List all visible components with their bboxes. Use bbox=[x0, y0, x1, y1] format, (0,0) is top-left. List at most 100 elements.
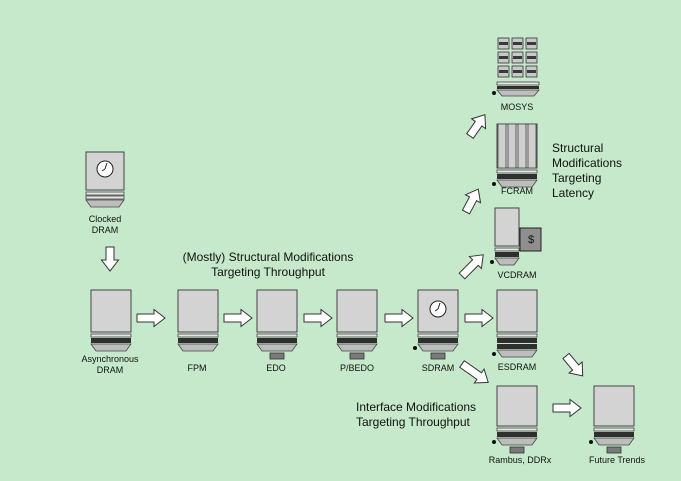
chip-pin-dot bbox=[490, 260, 494, 264]
fcram-bank bbox=[517, 123, 527, 169]
fcram-bank bbox=[527, 123, 537, 169]
chip-foot bbox=[496, 179, 538, 188]
chip-foot bbox=[417, 343, 459, 352]
caption-latency: Structural Modifications Targeting Laten… bbox=[552, 141, 623, 200]
chip-body bbox=[336, 289, 378, 333]
chip-output-pad bbox=[349, 352, 365, 360]
chip-esdram bbox=[492, 289, 538, 358]
chip-foot bbox=[593, 437, 635, 446]
chip-dark-band bbox=[178, 338, 218, 343]
chip-body bbox=[494, 207, 520, 247]
mosys-bank-band bbox=[513, 42, 522, 45]
chip-stripe bbox=[90, 333, 132, 338]
arrow-pbedo-to-sdram bbox=[384, 308, 414, 328]
chip-pin-dot bbox=[492, 440, 496, 444]
chip-pin-dot bbox=[413, 346, 417, 350]
chip-rambus bbox=[492, 385, 538, 454]
label-pbedo: P/BEDO bbox=[339, 363, 374, 373]
chip-stripe bbox=[256, 333, 298, 338]
mosys-bank-band bbox=[527, 56, 536, 59]
label-rambus-ddrx: Rambus, DDRx bbox=[488, 455, 552, 465]
chip-pin-dot bbox=[492, 91, 496, 95]
arrow-async-to-fpm bbox=[136, 308, 166, 328]
chip-dark-band bbox=[497, 432, 537, 437]
chip-pbedo bbox=[336, 289, 378, 360]
mosys-bank-band bbox=[513, 56, 522, 59]
chip-body bbox=[496, 289, 538, 333]
fcram-bank bbox=[507, 123, 517, 169]
arrow-clocked-to-async bbox=[100, 246, 120, 272]
chip-body bbox=[593, 385, 635, 427]
caption-interface: Interface Modifications Targeting Throug… bbox=[356, 400, 477, 429]
chip-foot bbox=[496, 437, 538, 446]
chip-dark-band bbox=[497, 338, 537, 343]
chip-mosys bbox=[492, 37, 540, 97]
chip-clocked-dram bbox=[85, 151, 125, 208]
chip-stripe bbox=[496, 81, 540, 86]
chip-pin-dot bbox=[589, 440, 593, 444]
arrow-sdram-to-rambus bbox=[459, 360, 489, 384]
chip-fcram bbox=[492, 123, 538, 188]
chip-output-pad bbox=[269, 352, 285, 360]
clock-hand bbox=[434, 308, 439, 312]
chip-dark-band bbox=[337, 338, 377, 343]
chip-stripe bbox=[85, 195, 125, 200]
mosys-bank-band bbox=[499, 70, 508, 73]
arrow-fpm-to-edo bbox=[223, 308, 253, 328]
label-fpm: FPM bbox=[187, 363, 207, 373]
chip-foot bbox=[85, 199, 125, 208]
label-vcdram: VCDRAM bbox=[497, 270, 537, 280]
chip-stripe bbox=[85, 191, 125, 196]
chip-foot bbox=[256, 343, 298, 352]
chip-fpm bbox=[177, 289, 219, 352]
clock-hand bbox=[101, 168, 106, 172]
chip-stripe bbox=[417, 333, 459, 338]
chip-foot bbox=[336, 343, 378, 352]
chip-output-pad bbox=[430, 352, 446, 360]
arrow-fcram-to-mosys bbox=[466, 114, 487, 139]
chip-dark-band bbox=[497, 86, 539, 89]
chip-body bbox=[177, 289, 219, 333]
chip-body bbox=[496, 385, 538, 427]
chip-dark-band bbox=[91, 338, 131, 343]
chip-stripe bbox=[494, 247, 520, 252]
mosys-bank-band bbox=[527, 70, 536, 73]
label-clocked-dram: Clocked DRAM bbox=[88, 214, 122, 235]
label-fcram: FCRAM bbox=[501, 186, 533, 196]
chip-dark-band bbox=[495, 252, 519, 257]
chip-dark-band bbox=[594, 432, 634, 437]
chip-foot bbox=[494, 257, 520, 266]
chip-dark-band bbox=[418, 338, 458, 343]
chip-foot bbox=[177, 343, 219, 352]
label-sdram: SDRAM bbox=[421, 363, 455, 373]
vcdram-cache-symbol: $ bbox=[527, 234, 535, 246]
label-mosys: MOSYS bbox=[500, 102, 534, 112]
arrow-sdram-to-esdram bbox=[464, 308, 494, 328]
arrow-sdram-to-vcdram bbox=[458, 254, 484, 280]
mosys-bank-band bbox=[499, 42, 508, 45]
chip-output-pad bbox=[509, 446, 525, 454]
chip-foot bbox=[496, 89, 540, 97]
caption-throughput: (Mostly) Structural Modifications Target… bbox=[182, 250, 354, 279]
mosys-bank-band bbox=[499, 56, 508, 59]
clock-hand bbox=[104, 162, 108, 170]
vcdram-cache-box bbox=[519, 227, 542, 252]
chip-stripe bbox=[496, 427, 538, 432]
chip-pin-dot bbox=[492, 182, 496, 186]
fcram-bank bbox=[497, 123, 507, 169]
label-future-trends: Future Trends bbox=[588, 455, 646, 465]
chip-stripe bbox=[177, 333, 219, 338]
label-async-dram: Asynchronous DRAM bbox=[81, 354, 139, 375]
chip-future bbox=[589, 385, 635, 454]
chip-vcdram bbox=[490, 207, 520, 266]
chip-edo bbox=[256, 289, 298, 360]
chip-sdram bbox=[413, 289, 459, 360]
label-edo: EDO bbox=[266, 363, 286, 373]
mosys-bank-band bbox=[513, 70, 522, 73]
chip-body bbox=[256, 289, 298, 333]
arrow-esdram-to-future bbox=[562, 352, 584, 377]
chip-stripe bbox=[496, 169, 538, 174]
clock-hand bbox=[437, 302, 441, 310]
label-esdram: ESDRAM bbox=[497, 362, 537, 372]
